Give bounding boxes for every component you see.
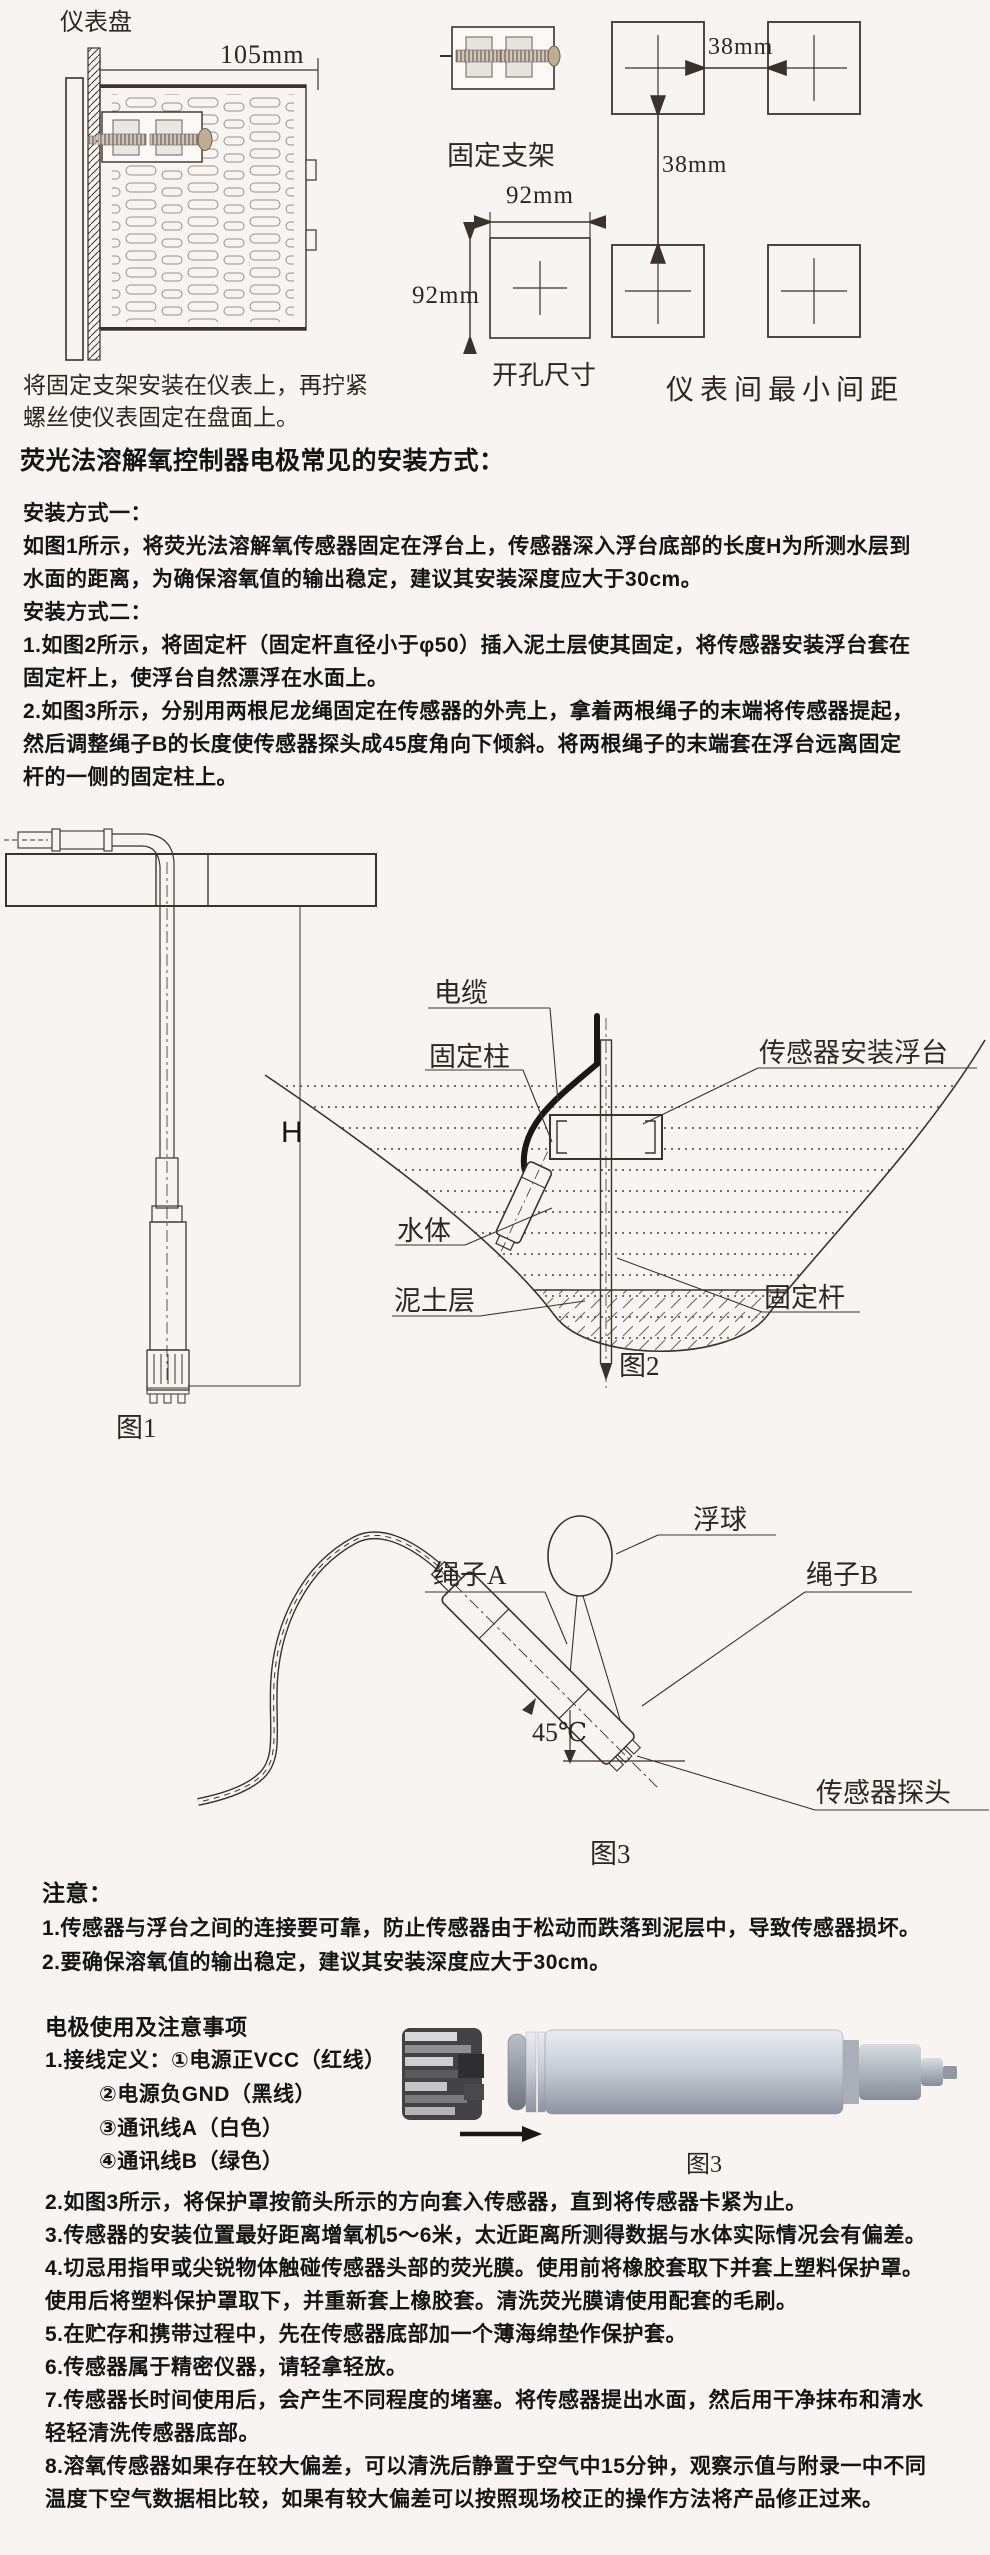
electrode-item: 5.在贮存和携带过程中，先在传感器底部加一个薄海绵垫作保护套。	[45, 2323, 688, 2346]
sensor-cylinder	[507, 2029, 957, 2115]
electrode-item: 4.切忌用指甲或尖锐物体触碰传感器头部的荧光膜。使用前将橡胶套取下并套上塑料保护…	[45, 2257, 924, 2280]
method2-line: 杆的一侧的固定柱上。	[23, 766, 238, 789]
electrode-item: 7.传感器长时间使用后，会产生不同程度的堵塞。将传感器提出水面，然后用干净抹布和…	[45, 2389, 924, 2412]
float-platform	[5, 853, 377, 907]
wall-hatch	[87, 47, 101, 361]
product-fig-caption: 图3	[686, 2152, 722, 2178]
fig2-drawing	[264, 1007, 986, 1388]
screw-head	[197, 128, 213, 151]
fig2-caption: 图2	[619, 1351, 660, 1381]
fig1-caption: 图1	[116, 1413, 157, 1443]
fig3-angle-label: 45℃	[532, 1718, 588, 1747]
fig1-drawing	[4, 828, 377, 1404]
electrode-item: 2.如图3所示，将保护罩按箭头所示的方向套入传感器，直到将传感器卡紧为止。	[45, 2191, 807, 2214]
protective-cap	[402, 2028, 484, 2120]
electrode-item: 6.传感器属于精密仪器，请轻拿轻放。	[45, 2356, 408, 2379]
electrode-title: 电极使用及注意事项	[45, 2015, 248, 2040]
notice-item: 2.要确保溶氧值的输出稳定，建议其安装深度应大于30cm。	[42, 1951, 611, 1974]
bracket-label: 固定支架	[447, 141, 555, 171]
screw-head	[547, 45, 561, 67]
wiring-line: ③通讯线A（白色）	[99, 2117, 284, 2140]
fig3-drawing	[197, 1515, 989, 1811]
hole-size-drawing	[463, 212, 607, 355]
electrode-item: 使用后将塑料保护罩取下，并重新套上橡胶套。清洗荧光膜请使用配套的毛刷。	[45, 2290, 798, 2313]
spacing-caption: 仪表间最小间距	[666, 375, 905, 406]
notice-title: 注意：	[42, 1880, 113, 1906]
fig2-float-label: 传感器安装浮台	[759, 1038, 948, 1068]
sensor-45deg	[420, 1550, 659, 1789]
pond-banks	[264, 1039, 986, 1352]
spacing-drawing	[611, 21, 861, 338]
panel-label: 仪表盘	[60, 10, 132, 36]
fig3-ball-label: 浮球	[693, 1505, 747, 1535]
install-heading: 荧光法溶解氧控制器电极常见的安装方式：	[20, 447, 505, 475]
fig2-water-label: 水体	[397, 1216, 451, 1246]
cable-curve	[197, 1531, 441, 1806]
mount-note-line1: 将固定支架安装在仪表上，再拧紧	[23, 373, 368, 398]
fig3-rope-a-label: 绳子A	[433, 1560, 507, 1590]
fig2-cable-label: 电缆	[434, 978, 488, 1008]
fig2-mud-label: 泥土层	[394, 1286, 475, 1316]
fig3-rope-b-label: 绳子B	[806, 1560, 879, 1590]
hole-dim-height: 92mm	[412, 282, 480, 309]
mount-note-line2: 螺丝使仪表固定在盘面上。	[23, 405, 299, 430]
fig3-probe-label: 传感器探头	[816, 1778, 951, 1808]
sensor-product-image	[402, 2028, 957, 2142]
float-ball	[547, 1515, 613, 1597]
hole-dim-width: 92mm	[506, 182, 574, 209]
hole-caption: 开孔尺寸	[492, 361, 597, 390]
fig2-post-label: 固定柱	[429, 1042, 510, 1072]
electrode-item: 8.溶氧传感器如果存在较大偏差，可以清洗后静置于空气中15分钟，观察示值与附录一…	[45, 2455, 927, 2478]
electrode-item: 温度下空气数据相比较，如果有较大偏差可以按照现场校正的操作方法将产品修正过来。	[45, 2488, 884, 2511]
bracket-on-instrument	[87, 111, 213, 163]
method2-line: 2.如图3所示，分别用两根尼龙绳固定在传感器的外壳上，拿着两根绳子的末端将传感器…	[23, 700, 914, 723]
sensor-body	[146, 1157, 190, 1404]
method1-line: 水面的距离，为确保溶氧值的输出稳定，建议其安装深度应大于30cm。	[23, 568, 703, 591]
fig1-h-label: H	[281, 1116, 303, 1149]
gap-dim-horizontal: 38mm	[708, 34, 774, 60]
fixing-rod	[599, 1018, 613, 1388]
electrode-item: 3.传感器的安装位置最好距离增氧机5～6米，太近距离所测得数据与水体实际情况会有…	[45, 2224, 927, 2247]
fig3-caption: 图3	[590, 1839, 631, 1869]
method2-title: 安装方式二：	[23, 601, 152, 624]
method1-line: 如图1所示，将荧光法溶解氧传感器固定在浮台上，传感器深入浮台底部的长度H为所测水…	[23, 535, 911, 558]
panel-edge	[65, 77, 84, 361]
insert-arrow	[460, 2126, 542, 2142]
wiring-line: 1.接线定义：①电源正VCC（红线）	[45, 2049, 386, 2072]
angle-annotation	[522, 1698, 685, 1764]
method2-line: 1.如图2所示，将固定杆（固定杆直径小于φ50）插入泥土层使其固定，将传感器安装…	[23, 634, 911, 657]
bracket-drawing	[440, 26, 561, 90]
notice-item: 1.传感器与浮台之间的连接要可靠，防止传感器由于松动而跌落到泥层中，导致传感器损…	[42, 1917, 921, 1940]
instrument-side-drawing	[65, 47, 319, 361]
gap-dim-vertical: 38mm	[662, 152, 728, 178]
fig2-rod-label: 固定杆	[764, 1283, 845, 1313]
method1-title: 安装方式一：	[23, 502, 152, 525]
dim-105mm: 105mm	[220, 40, 305, 69]
method2-line: 然后调整绳子B的长度使传感器探头成45度角向下倾斜。将两根绳子的末端套在浮台远离…	[23, 733, 902, 756]
wiring-line: ④通讯线B（绿色）	[99, 2150, 284, 2173]
tilted-sensor	[495, 1151, 553, 1261]
electrode-item: 轻轻清洗传感器底部。	[45, 2422, 260, 2445]
method2-line: 固定杆上，使浮台自然漂浮在水面上。	[23, 667, 389, 690]
wiring-line: ②电源负GND（黑线）	[99, 2083, 316, 2106]
